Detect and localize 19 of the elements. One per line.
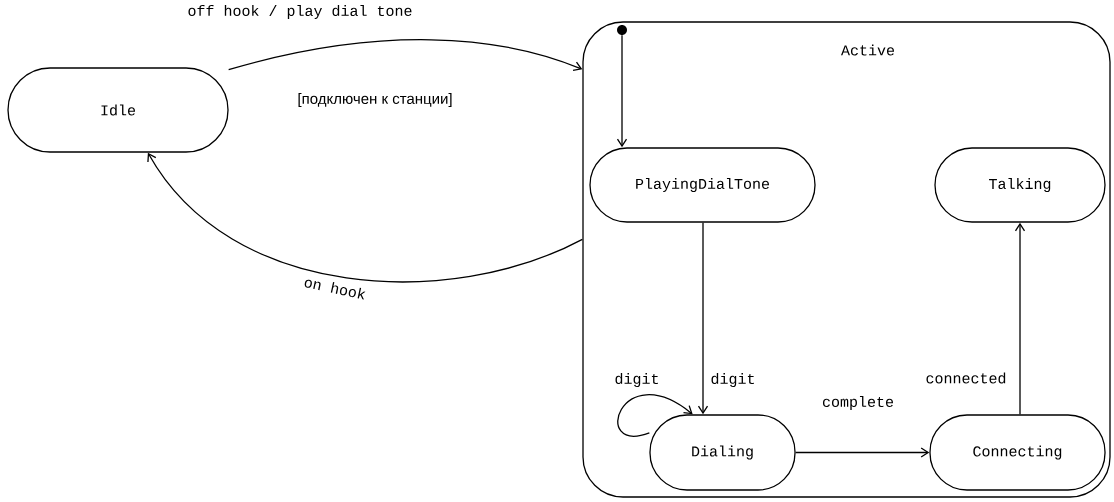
edge-label: off hook / play dial tone (188, 5, 412, 19)
edge-label: connected (926, 372, 1006, 384)
edge-label: on hook (304, 279, 366, 300)
state-box: Connecting (929, 414, 1106, 491)
arrow (617, 394, 693, 437)
edge-label: digit (711, 373, 754, 387)
arrow (147, 152, 583, 283)
arrow (616, 34, 628, 148)
edge-label: digit (615, 373, 658, 387)
state-box: Dialing (649, 414, 796, 491)
state-box: Talking (934, 147, 1106, 223)
guard-label: [подключен к станции] (298, 93, 452, 107)
arrow (795, 447, 930, 458)
arrow (697, 222, 709, 415)
edge-label: complete (822, 396, 893, 410)
arrow (228, 39, 583, 71)
arrow (1014, 222, 1026, 415)
state-box: Idle (7, 67, 229, 153)
state-box: PlayingDialTone (589, 147, 816, 223)
